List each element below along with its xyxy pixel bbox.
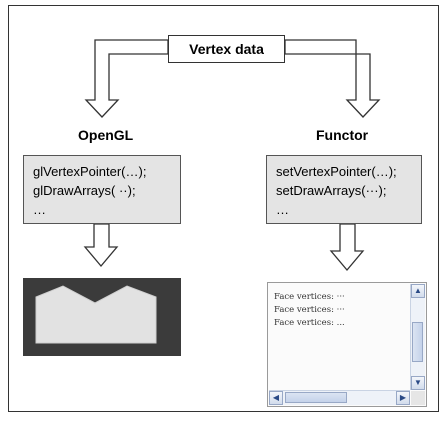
console-line: Face vertices: ··· bbox=[274, 305, 345, 315]
scroll-left-icon[interactable]: ◀ bbox=[269, 391, 283, 405]
vertical-scrollbar[interactable]: ▲ ▼ bbox=[410, 284, 425, 390]
vertical-scroll-thumb[interactable] bbox=[412, 322, 423, 362]
console-line: Face vertices: ... bbox=[274, 318, 345, 328]
horizontal-scrollbar[interactable]: ◀ ▶ bbox=[269, 390, 410, 405]
scroll-right-icon[interactable]: ▶ bbox=[396, 391, 410, 405]
code-line: glVertexPointer(…); bbox=[33, 164, 147, 179]
scroll-down-icon[interactable]: ▼ bbox=[411, 376, 425, 390]
functor-heading: Functor bbox=[316, 127, 369, 143]
opengl-heading: OpenGL bbox=[78, 127, 134, 143]
code-line: … bbox=[33, 202, 46, 217]
arrow-to-functor bbox=[284, 39, 381, 118]
arrow-functor-down bbox=[329, 223, 365, 272]
arrow-to-opengl bbox=[84, 39, 169, 118]
arrow-opengl-down bbox=[83, 223, 119, 268]
horizontal-scroll-thumb[interactable] bbox=[285, 392, 347, 403]
code-line: setDrawArrays(···); bbox=[276, 183, 387, 198]
console-line: Face vertices: ··· bbox=[274, 292, 345, 302]
rendered-polygon bbox=[35, 285, 157, 344]
scroll-up-icon[interactable]: ▲ bbox=[411, 284, 425, 298]
rendered-shape bbox=[35, 285, 157, 344]
functor-code-box: setVertexPointer(…); setDrawArrays(···);… bbox=[266, 155, 422, 224]
code-line: setVertexPointer(…); bbox=[276, 164, 397, 179]
console-text: Face vertices: ··· Face vertices: ··· Fa… bbox=[274, 291, 345, 330]
scrollbar-corner bbox=[411, 391, 425, 405]
code-line: glDrawArrays( ··); bbox=[33, 183, 136, 198]
functor-console-output: Face vertices: ··· Face vertices: ··· Fa… bbox=[267, 282, 427, 407]
vertex-data-label: Vertex data bbox=[189, 41, 264, 57]
vertex-data-box: Vertex data bbox=[168, 35, 285, 63]
opengl-render-output bbox=[23, 278, 181, 356]
opengl-code-box: glVertexPointer(…); glDrawArrays( ··); … bbox=[23, 155, 181, 224]
code-line: … bbox=[276, 202, 289, 217]
